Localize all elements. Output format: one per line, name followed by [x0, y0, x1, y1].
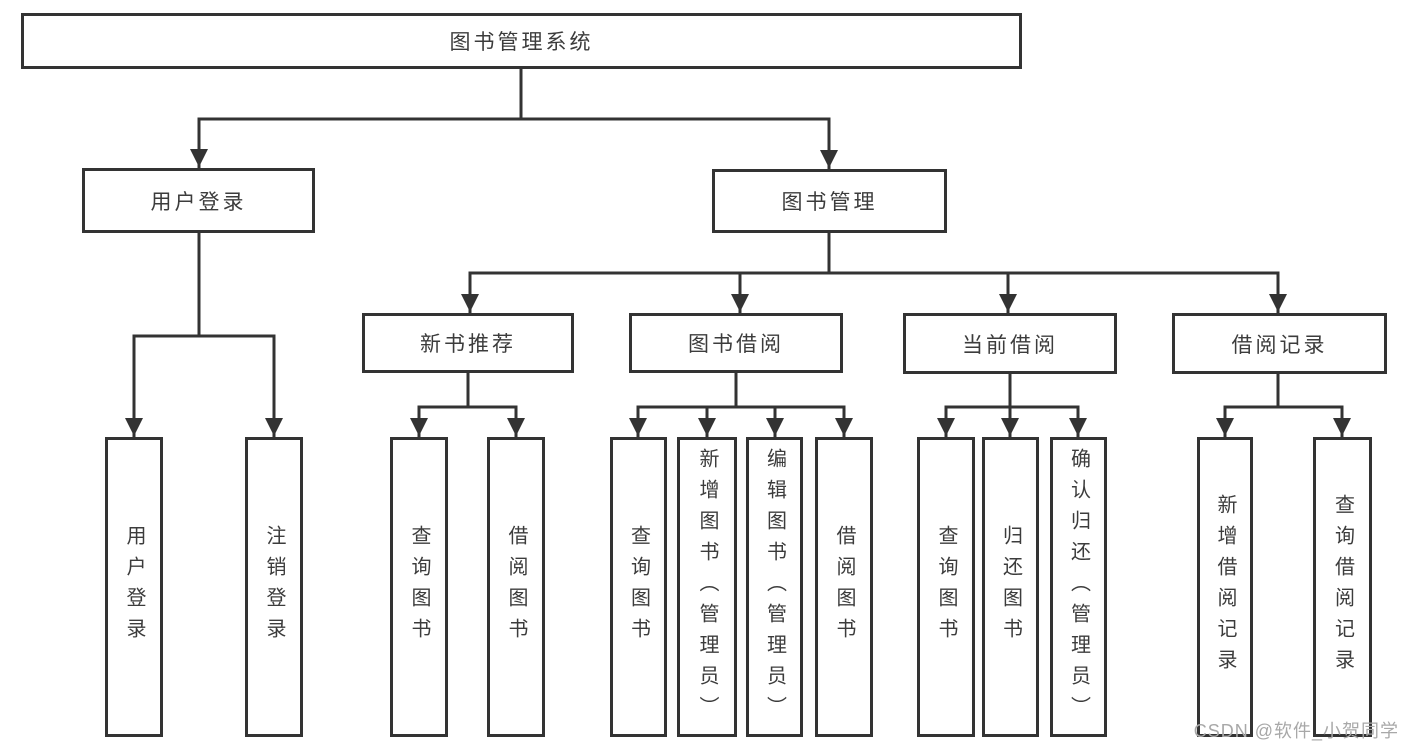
node-label: 当前借阅	[962, 333, 1058, 357]
node-label: 用户登录	[123, 525, 145, 649]
node-borrowing-records: 借阅记录	[1172, 313, 1387, 374]
node-leaf-return-books: 归还图书	[982, 437, 1039, 737]
node-leaf-query-books-current: 查询图书	[917, 437, 975, 737]
node-label: 图书管理	[781, 191, 878, 214]
node-leaf-borrow-books-recommend: 借阅图书	[487, 437, 545, 737]
node-leaf-query-books-borrowing: 查询图书	[610, 437, 667, 737]
node-user-login: 用户登录	[82, 168, 315, 233]
watermark-text: CSDN @软件_小贺同学	[1193, 721, 1399, 741]
node-current-borrowing: 当前借阅	[903, 313, 1117, 374]
node-label: 借阅图书	[833, 525, 855, 649]
node-leaf-add-borrow-record: 新增借阅记录	[1197, 437, 1253, 737]
node-label: 查询图书	[627, 525, 650, 649]
node-leaf-query-borrow-record: 查询借阅记录	[1313, 437, 1372, 737]
node-label: 注销登录	[263, 525, 285, 649]
node-label: 编辑图书（管理员）	[763, 447, 786, 727]
node-label: 查询借阅记录	[1331, 494, 1354, 680]
node-library-system: 图书管理系统	[21, 13, 1022, 69]
node-label: 用户登录	[150, 190, 247, 214]
node-book-management: 图书管理	[712, 169, 947, 233]
node-leaf-edit-books-admin: 编辑图书（管理员）	[746, 437, 803, 737]
node-label: 借阅图书	[505, 525, 527, 649]
node-label: 图书管理系统	[449, 31, 594, 54]
node-label: 新增借阅记录	[1214, 494, 1236, 680]
node-leaf-confirm-return-admin: 确认归还（管理员）	[1050, 437, 1107, 737]
node-leaf-borrow-books: 借阅图书	[815, 437, 873, 737]
node-label: 归还图书	[999, 525, 1022, 649]
node-leaf-logout: 注销登录	[245, 437, 303, 737]
node-label: 借阅记录	[1231, 333, 1328, 357]
node-book-borrowing: 图书借阅	[629, 313, 843, 373]
node-leaf-add-books-admin: 新增图书（管理员）	[677, 437, 737, 737]
node-label: 新增图书（管理员）	[696, 447, 718, 727]
node-label: 确认归还（管理员）	[1067, 447, 1090, 727]
node-label: 图书借阅	[688, 333, 784, 356]
node-label: 新书推荐	[420, 333, 516, 356]
node-label: 查询图书	[408, 525, 430, 649]
node-leaf-user-login: 用户登录	[105, 437, 163, 737]
node-label: 查询图书	[935, 525, 957, 649]
node-leaf-query-books-recommend: 查询图书	[390, 437, 448, 737]
node-new-book-recommend: 新书推荐	[362, 313, 574, 373]
